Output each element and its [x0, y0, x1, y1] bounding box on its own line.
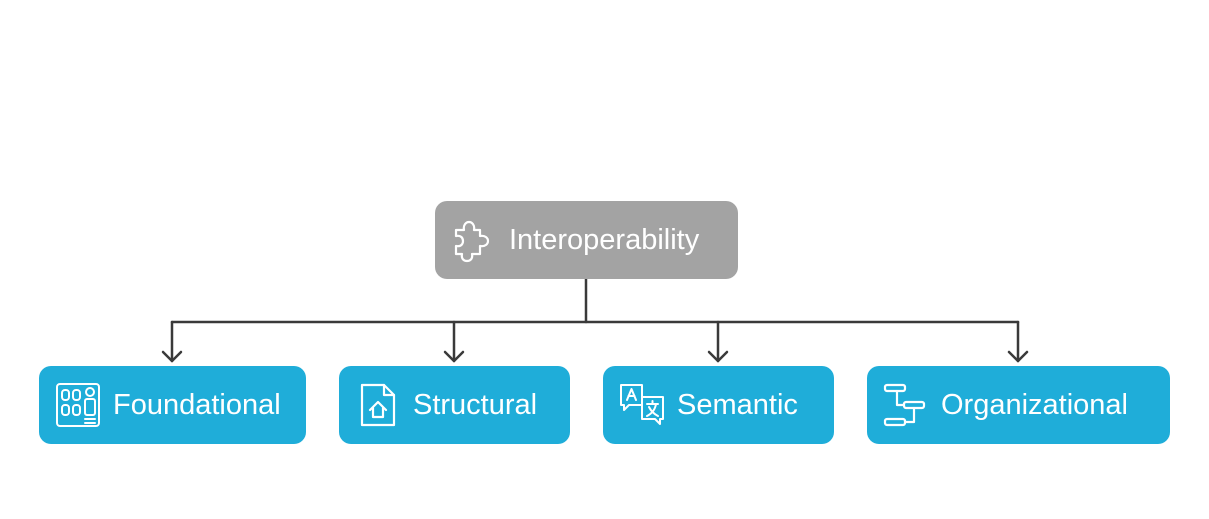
- flowchart-icon: [881, 380, 931, 430]
- child-node-organizational: Organizational: [867, 366, 1170, 444]
- document-house-icon: [353, 380, 403, 430]
- puzzle-piece-icon: [447, 215, 497, 265]
- building-blocks-icon: [53, 380, 103, 430]
- child-node-label: Foundational: [113, 388, 281, 421]
- arrowhead-semantic: [707, 350, 729, 363]
- child-node-label: Organizational: [941, 388, 1128, 421]
- translate-icon: [617, 380, 667, 430]
- root-node-label: Interoperability: [509, 223, 700, 256]
- arrowhead-organizational: [1007, 350, 1029, 363]
- child-node-label: Semantic: [677, 388, 798, 421]
- child-node-label: Structural: [413, 388, 538, 421]
- child-node-structural: Structural: [339, 366, 570, 444]
- child-node-semantic: Semantic: [603, 366, 834, 444]
- arrowhead-foundational: [161, 350, 183, 363]
- child-node-foundational: Foundational: [39, 366, 306, 444]
- root-node-interoperability: Interoperability: [435, 201, 738, 279]
- arrowhead-structural: [443, 350, 465, 363]
